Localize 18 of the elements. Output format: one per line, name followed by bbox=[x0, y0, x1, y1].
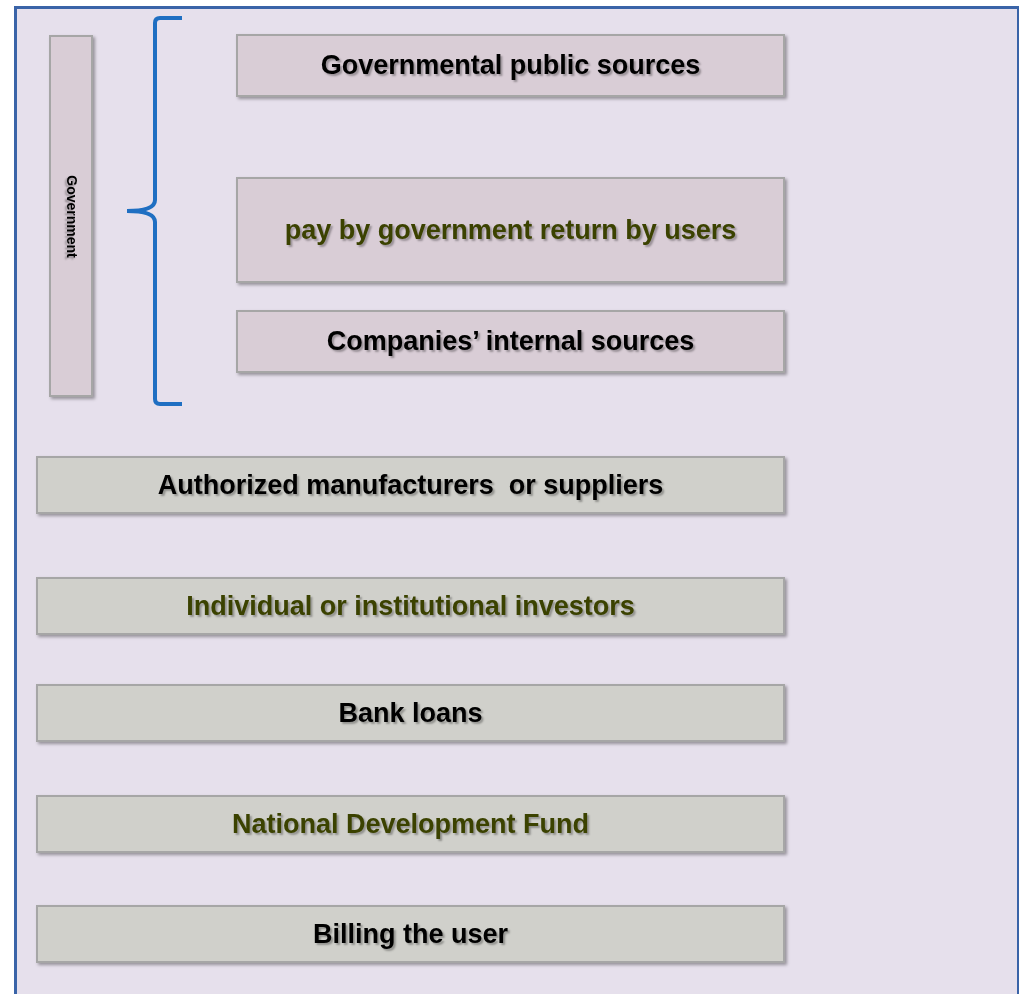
source-box bbox=[36, 795, 785, 853]
box-label: Companies’ internal sources bbox=[325, 325, 696, 359]
vertical-label-box bbox=[49, 35, 93, 397]
source-box bbox=[236, 177, 785, 283]
box-label: Authorized manufacturers or suppliers bbox=[156, 468, 665, 502]
box-label: Bank loans bbox=[337, 696, 484, 730]
source-box bbox=[236, 34, 785, 97]
source-box bbox=[36, 456, 785, 514]
box-label: Billing the user bbox=[312, 917, 509, 951]
box-label: pay by government return by users bbox=[283, 213, 738, 247]
source-box bbox=[36, 905, 785, 963]
box-label: Governmental public sources bbox=[319, 49, 702, 83]
source-box bbox=[236, 310, 785, 373]
box-label: Government bbox=[62, 174, 81, 258]
source-box bbox=[36, 684, 785, 742]
box-label: National Development Fund bbox=[231, 807, 590, 841]
source-box bbox=[36, 577, 785, 635]
box-label: Individual or institutional investors bbox=[185, 589, 636, 623]
